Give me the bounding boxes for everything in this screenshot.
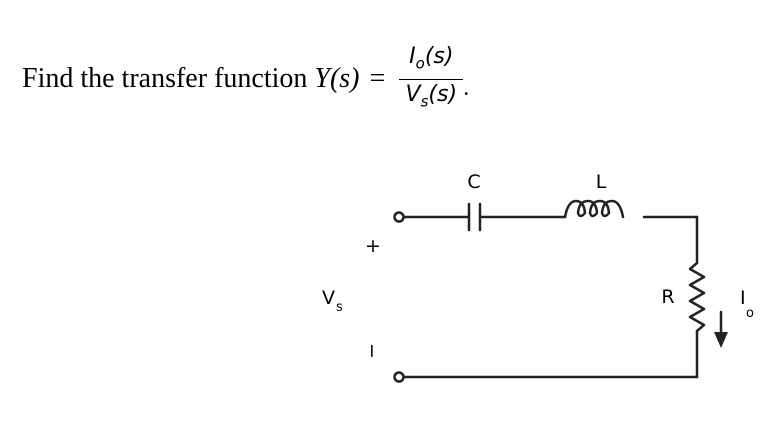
- lhs-var: Y: [314, 63, 330, 94]
- den-var: V: [405, 81, 421, 107]
- source-sub: s: [336, 300, 343, 315]
- problem-statement: Find the transfer function Y (s) = Io(s)…: [22, 44, 470, 110]
- bottom-terminal: [393, 371, 405, 383]
- plus-sign: +: [365, 235, 381, 257]
- trailing-period: .: [463, 74, 470, 101]
- transfer-fraction: Io(s) Vs(s): [399, 44, 464, 114]
- current-sub: o: [746, 306, 754, 321]
- inductor-label: L: [596, 171, 607, 193]
- inductor-coil: [563, 199, 625, 219]
- num-var: I: [409, 44, 416, 70]
- num-arg: (s): [424, 44, 454, 70]
- source-label: V: [322, 287, 335, 309]
- minus-sign: −: [361, 343, 383, 359]
- current-arrow-head: [714, 332, 728, 348]
- lhs-arg: (s): [329, 63, 360, 94]
- top-terminal: [393, 211, 405, 223]
- capacitor-label: C: [467, 171, 480, 193]
- fraction-numerator: Io(s): [409, 44, 453, 76]
- resistor-label: R: [661, 286, 674, 308]
- fraction-bar: [399, 78, 464, 80]
- resistor-zigzag: [688, 261, 706, 333]
- fraction-denominator: Vs(s): [406, 82, 458, 114]
- num-sub: o: [415, 54, 425, 73]
- problem-prefix: Find the transfer function: [22, 63, 315, 94]
- equals-sign: =: [369, 63, 386, 94]
- den-sub: s: [420, 91, 429, 110]
- den-arg: (s): [428, 81, 458, 107]
- current-label: I: [740, 287, 746, 309]
